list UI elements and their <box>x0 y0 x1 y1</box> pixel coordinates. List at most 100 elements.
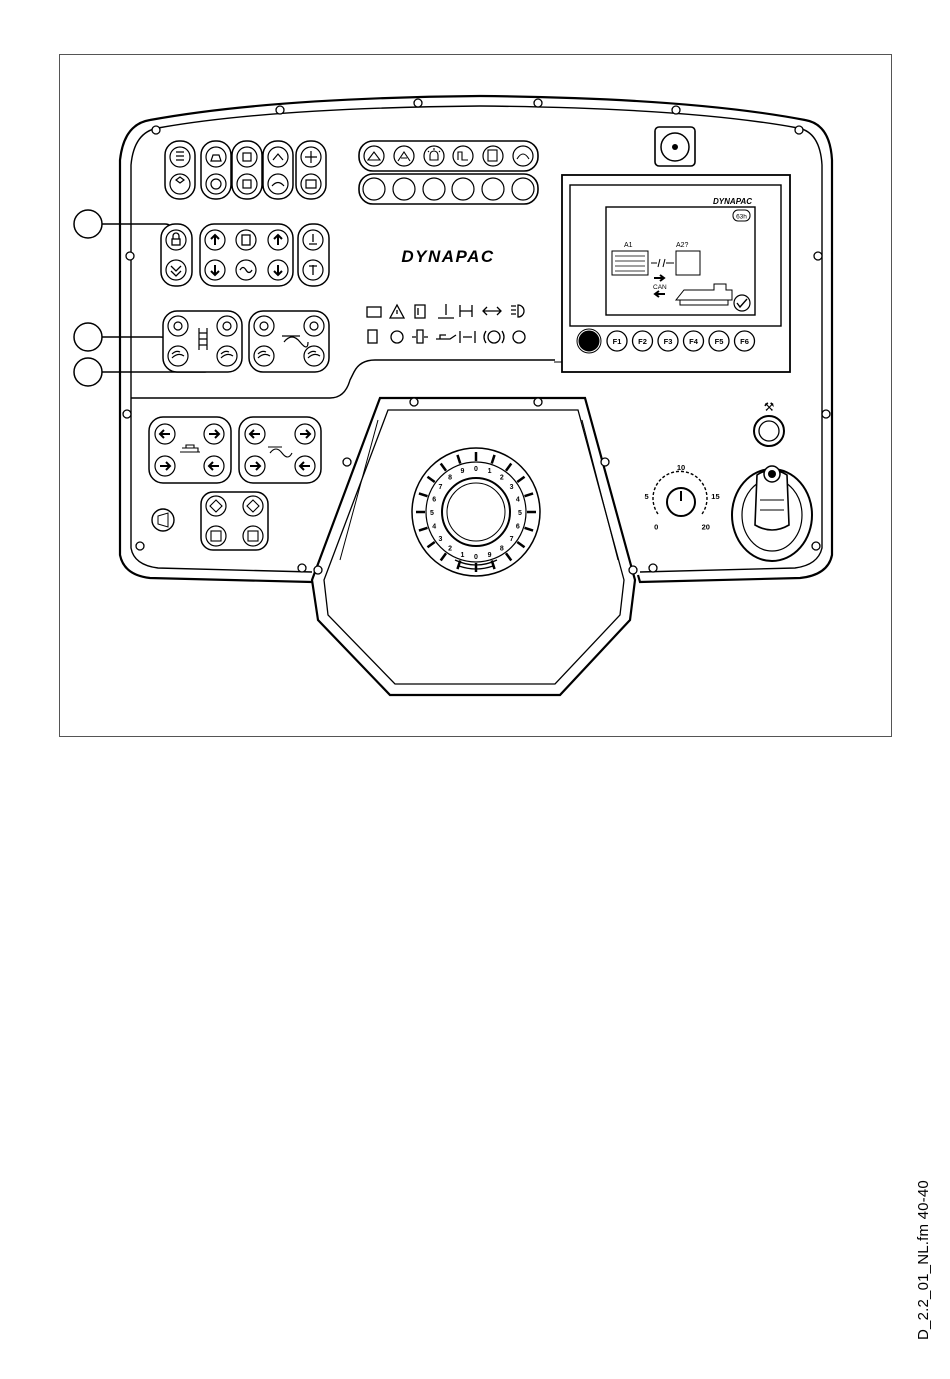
module-a2-box <box>676 251 700 275</box>
dial-tick-label: 0 <box>474 554 478 561</box>
screw <box>812 542 820 550</box>
auger-b-button <box>237 174 257 194</box>
screw <box>343 458 351 466</box>
coolant-temp-icon <box>438 304 454 318</box>
width-memory-button <box>301 174 321 194</box>
dial-tick-label: 9 <box>460 468 464 475</box>
dial-tick-label: 5 <box>430 510 434 517</box>
start-symbol: ⚒ <box>764 400 775 414</box>
float-right-top-button <box>304 316 324 336</box>
screw <box>276 106 284 114</box>
dial-tick-label: 3 <box>438 536 442 543</box>
indicator-a <box>364 146 384 166</box>
headlight-icon <box>511 305 524 317</box>
label-a1: A1 <box>624 242 633 249</box>
function-key-label: F5 <box>715 337 724 346</box>
screw <box>126 252 134 260</box>
callout-marker-3 <box>74 358 102 386</box>
speed-knob-tick: 0 <box>654 523 658 532</box>
document-reference: D_2.2_01_NL.fm 40-40 <box>915 1180 932 1340</box>
preheat-icon <box>412 330 428 343</box>
function-key-label: F4 <box>689 337 699 346</box>
dial-tick-label: 6 <box>516 524 520 531</box>
blank-button-5 <box>482 178 504 200</box>
step-left-top-button <box>168 316 188 336</box>
hopper-up-button <box>206 147 226 167</box>
small-controls <box>152 492 268 550</box>
dial-tick-label: 0 <box>474 466 478 473</box>
top-indicator-strip <box>359 141 538 204</box>
dial-tick-label: 1 <box>488 468 492 475</box>
dial-tick-label: 6 <box>432 496 436 503</box>
blank-button-2 <box>393 178 415 200</box>
indicator-b <box>394 146 414 166</box>
label-can: CAN <box>653 284 667 291</box>
hydraulic-icon <box>460 331 475 343</box>
dial-tick-label: 8 <box>500 546 504 553</box>
screw <box>629 566 637 574</box>
speed-knob: 0 5 10 15 20 <box>644 463 719 532</box>
screw <box>410 398 418 406</box>
control-panel-drawing: DYNAPAC DYNAPAC 63h A1 A2? CAN <box>0 0 950 760</box>
vehicle-a-button <box>268 147 288 167</box>
speed-knob-tick: 15 <box>711 492 719 501</box>
speed-knob-tick: 5 <box>644 492 648 501</box>
hour-badge-text: 63h <box>736 214 747 221</box>
screw <box>822 410 830 418</box>
warning-symbol-strip <box>367 304 525 343</box>
hopper-ring-button <box>206 174 226 194</box>
auger-a-button <box>237 147 257 167</box>
speed-knob-tick: 20 <box>702 523 710 532</box>
callout-leader-1 <box>102 224 172 232</box>
screw <box>123 410 131 418</box>
brake-warning-icon <box>488 331 500 343</box>
direction-indicator-icon <box>483 307 501 315</box>
axle-warning-icon <box>460 305 472 317</box>
dial-tick-label: 9 <box>488 552 492 559</box>
function-key-label: F6 <box>740 337 749 346</box>
dial-tick-label: 7 <box>510 536 514 543</box>
brand-logo: DYNAPAC <box>401 247 494 266</box>
battery-warning-icon <box>367 307 381 317</box>
display-home-button <box>579 331 599 351</box>
screw <box>298 564 306 572</box>
oil-pressure-icon <box>436 335 456 339</box>
dial-tick-label: 7 <box>438 484 442 491</box>
screen-brand: DYNAPAC <box>713 197 752 206</box>
callout-leader-2 <box>102 337 172 346</box>
screw <box>534 99 542 107</box>
float-left-bottom-button <box>254 346 274 366</box>
dial-tick-label: 4 <box>432 524 436 531</box>
float-right-bottom-button <box>304 346 324 366</box>
check-icon <box>734 295 750 311</box>
horn-pod <box>655 127 695 166</box>
hazard-b-button <box>243 496 263 516</box>
dial-tick-label: 8 <box>448 474 452 481</box>
screw <box>795 126 803 134</box>
blank-button-1 <box>363 178 385 200</box>
screw <box>534 398 542 406</box>
light-a-button <box>206 526 226 546</box>
blank-button-3 <box>423 178 445 200</box>
blank-button-6 <box>512 178 534 200</box>
screw <box>152 126 160 134</box>
dial-knob-inner <box>447 483 505 541</box>
general-warning-icon <box>390 305 404 318</box>
dial-tick-label: 2 <box>448 546 452 553</box>
function-key-label: F1 <box>613 337 622 346</box>
float-left-top-button <box>254 316 274 336</box>
start-button-group: ⚒ <box>754 400 784 446</box>
dial-tick-label: 1 <box>460 552 464 559</box>
vehicle-b-button <box>268 174 288 194</box>
screw <box>672 106 680 114</box>
oil-filter-icon <box>391 331 403 343</box>
speed-knob-tick: 10 <box>677 463 685 472</box>
blank-indicator-icon <box>513 331 525 343</box>
seat-heat-indicator <box>453 146 473 166</box>
screw <box>414 99 422 107</box>
mode-button <box>236 230 256 250</box>
fuel-warning-icon <box>368 330 377 343</box>
dial-tick-label: 5 <box>518 510 522 517</box>
screed-heat-button <box>170 147 190 167</box>
dial-tick-label: 3 <box>510 484 514 491</box>
